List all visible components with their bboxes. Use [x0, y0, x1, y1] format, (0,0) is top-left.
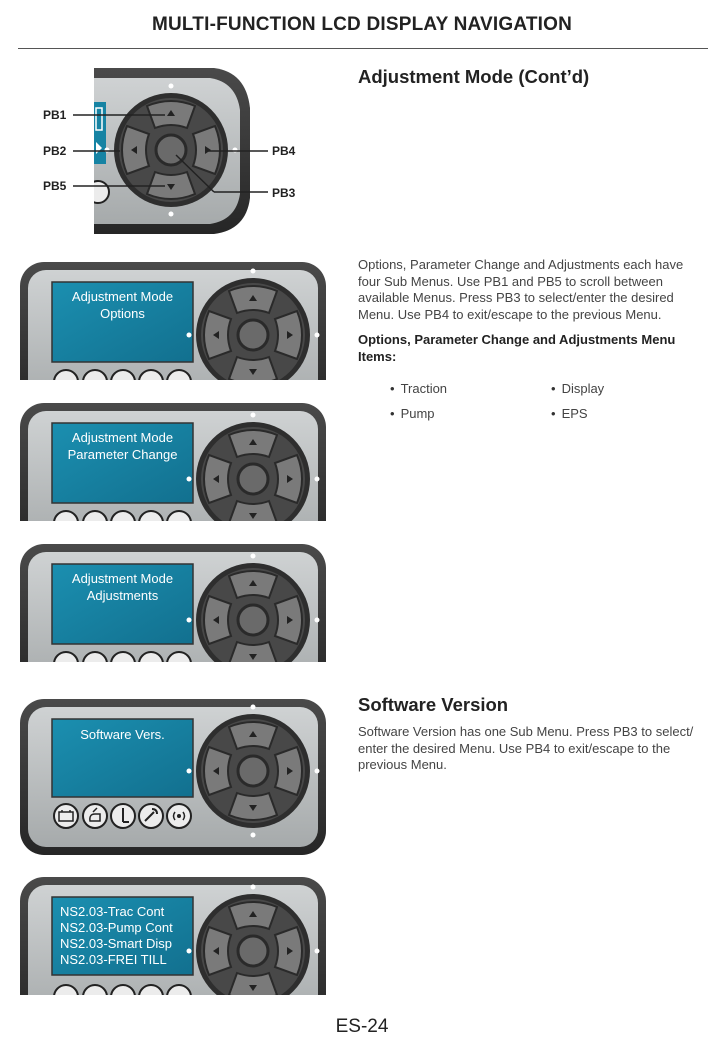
- heading-line: Items:: [358, 349, 397, 364]
- paragraph-line: available Menus. Press PB3 to select/ent…: [358, 290, 674, 305]
- wrench-icon: [144, 808, 158, 822]
- lcd-line: Software Vers.: [80, 727, 165, 742]
- lcd-line: NS2.03-Smart Disp: [60, 936, 172, 951]
- pb2-label: PB2: [43, 144, 67, 158]
- paragraph-line: four Sub Menus. Use PB1 and PB5 to scrol…: [358, 273, 663, 289]
- lcd-line: Adjustments: [86, 587, 159, 603]
- pb5-label: PB5: [43, 179, 67, 193]
- adjustment-heading: Adjustment Mode (Cont’d): [358, 66, 590, 87]
- menu-item-traction: Traction: [390, 381, 447, 396]
- lcd-line: Adjustment Mode: [71, 571, 174, 586]
- lcd-line: Adjustment Mode: [71, 430, 174, 445]
- software-paragraph: Software Version has one Sub Menu. Press…: [358, 724, 713, 774]
- adjustment-paragraph: Options, Parameter Change and Adjustment…: [358, 257, 708, 323]
- display-parameter-change: Adjustment Mode Parameter Change: [20, 403, 326, 521]
- title-rule: [18, 48, 708, 49]
- menu-item-display: Display: [551, 381, 605, 396]
- paragraph-line: previous Menu.: [358, 757, 447, 772]
- menu-item-eps: EPS: [551, 406, 588, 421]
- pb3-label: PB3: [272, 186, 296, 200]
- seat-icon: [89, 807, 101, 822]
- lcd-line: Adjustment Mode: [71, 289, 174, 304]
- horn-icon: [177, 814, 181, 818]
- page-number: ES-24: [335, 1016, 389, 1037]
- lcd-line: NS2.03-Pump Cont: [60, 920, 173, 935]
- display-options: Adjustment Mode Options: [20, 262, 326, 380]
- paragraph-line: Options, Parameter Change and Adjustment…: [358, 257, 684, 272]
- menu-item-pump: Pump: [390, 406, 435, 421]
- display-software-version: Software Vers.: [20, 699, 326, 855]
- menu-items-heading: Options, Parameter Change and Adjustment…: [358, 331, 708, 365]
- pb1-label: PB1: [43, 108, 67, 122]
- display-adjustments: Adjustment Mode Adjustments: [20, 544, 326, 662]
- paragraph-line: Menu. Use PB4 to exit/escape to the prev…: [358, 306, 662, 322]
- paragraph-line: enter the desired Menu. Use PB4 to exit/…: [358, 740, 671, 756]
- page-title: MULTI-FUNCTION LCD DISPLAY NAVIGATION: [151, 14, 573, 35]
- pb4-label: PB4: [272, 144, 296, 158]
- lcd-line: Options: [100, 305, 145, 321]
- lcd-line: Parameter Change: [67, 446, 178, 462]
- battery-icon: [58, 811, 74, 822]
- lcd-line: NS2.03-FREI TILL: [60, 952, 167, 967]
- lcd-line: NS2.03-Trac Cont: [60, 904, 165, 919]
- paragraph-line: Software Version has one Sub Menu. Press…: [358, 724, 694, 739]
- display-software-versions: NS2.03-Trac Cont NS2.03-Pump Cont NS2.03…: [20, 877, 326, 995]
- callout-lines: [73, 114, 268, 193]
- software-heading: Software Version: [358, 694, 509, 715]
- heading-line: Options, Parameter Change and Adjustment…: [358, 332, 676, 347]
